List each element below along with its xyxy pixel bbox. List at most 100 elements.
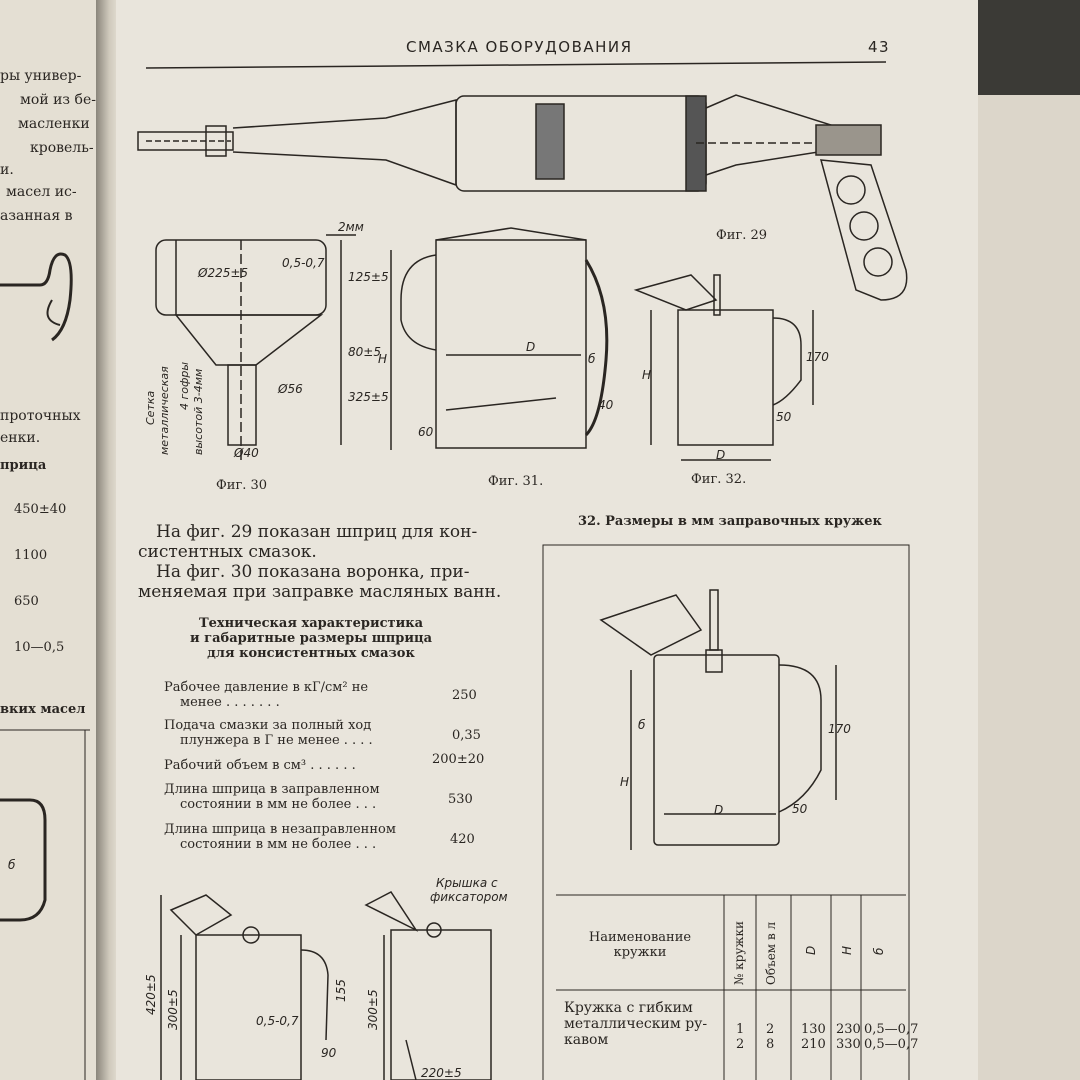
spec-row-label: состоянии в мм не более . . . bbox=[180, 837, 377, 852]
left-text-line: кровель- bbox=[30, 140, 94, 156]
spec-row-label: Рабочее давление в кГ/см² не bbox=[164, 680, 369, 695]
body-paragraph-line: меняемая при заправке масляных ванн. bbox=[138, 582, 502, 602]
fig30-dim: Ø225±5 bbox=[198, 266, 249, 280]
body-paragraph-line: На фиг. 29 показан шприц для кон- bbox=[156, 522, 478, 542]
fig32-dim: 170 bbox=[806, 350, 829, 364]
fig31-drawing bbox=[390, 227, 609, 450]
fig30-dim: 0,5-0,7 bbox=[282, 256, 325, 270]
left-page-drawings bbox=[0, 252, 90, 1080]
bottom-drawings bbox=[160, 891, 492, 1080]
left-text-line: ры универ- bbox=[0, 68, 82, 84]
fig31-dim: D bbox=[526, 340, 536, 354]
fig29-drawing bbox=[137, 94, 908, 301]
fig31-dim: 60 bbox=[418, 425, 434, 439]
spec-row-value: 420 bbox=[450, 832, 475, 847]
fig32-label: Фиг. 32. bbox=[691, 472, 747, 487]
fig30-dim: 80±5 bbox=[348, 345, 381, 359]
table32-cell: 0,5—0,7 bbox=[864, 1022, 919, 1037]
fig30-note: металлическая bbox=[158, 366, 171, 455]
fig30-dim: 325±5 bbox=[348, 390, 389, 404]
bottom-dim: 155 bbox=[334, 979, 348, 1002]
table32-caption: 32. Размеры в мм заправочных кружек bbox=[578, 514, 882, 529]
page-number: 43 bbox=[868, 38, 891, 56]
spec-row-value: 0,35 bbox=[452, 728, 481, 743]
fig30-drawing bbox=[155, 234, 356, 460]
fig30-note: высотой 3-4мм bbox=[192, 368, 205, 455]
fig30-dim: Ø40 bbox=[234, 446, 259, 460]
spec-row-label: Подача смазки за полный ход bbox=[164, 718, 372, 733]
running-title: СМАЗКА ОБОРУДОВАНИЯ bbox=[406, 38, 633, 56]
table32-cell: 210 bbox=[801, 1037, 826, 1052]
spec-row-value: 530 bbox=[448, 792, 473, 807]
left-text-line: мой из бе- bbox=[20, 92, 96, 108]
table32-header-name: кружки bbox=[613, 945, 667, 960]
table32-cell: 8 bbox=[766, 1037, 775, 1052]
fig29-label: Фиг. 29 bbox=[716, 228, 768, 243]
table32-header-name: Наименование bbox=[588, 930, 692, 945]
fig32-dim: 50 bbox=[776, 410, 792, 424]
left-text-line: масел ис- bbox=[6, 184, 77, 200]
fig30-note: Сетка bbox=[144, 390, 157, 425]
table32-cell: 0,5—0,7 bbox=[864, 1037, 919, 1052]
body-paragraph-line: На фиг. 30 показана воронка, при- bbox=[156, 562, 470, 582]
fig31-dim: 40 bbox=[598, 398, 614, 412]
fig32-dim: H bbox=[642, 368, 652, 382]
table32-frame bbox=[542, 544, 910, 1080]
spec-row-label: состоянии в мм не более . . . bbox=[180, 797, 377, 812]
fig31-dim: H bbox=[378, 352, 388, 366]
left-section-line: проточных bbox=[0, 408, 81, 424]
table32-header-num: № кружки bbox=[732, 921, 746, 985]
fig31-label: Фиг. 31. bbox=[488, 474, 544, 489]
left-section-line: енки. bbox=[0, 430, 41, 446]
table32-cell: 2 bbox=[766, 1022, 775, 1037]
left-value: 1100 bbox=[14, 548, 48, 563]
table32-header-h: H bbox=[840, 945, 854, 955]
table32-cell: 2 bbox=[736, 1037, 745, 1052]
body-paragraph-line: систентных смазок. bbox=[138, 542, 317, 562]
left-bottom-heading: вких масел bbox=[0, 702, 86, 717]
table32-cell: 330 bbox=[836, 1037, 861, 1052]
technical-drawings bbox=[137, 61, 910, 1080]
table32-row-name: металлическим ру- bbox=[564, 1016, 708, 1032]
spec-row-value: 250 bbox=[452, 688, 477, 703]
fig30-dim: 125±5 bbox=[348, 270, 389, 284]
spec-row-label: Длина шприца в заправленном bbox=[164, 782, 380, 797]
left-heading: прица bbox=[0, 458, 47, 473]
table32-row-name: кавом bbox=[564, 1032, 609, 1048]
fig30-dim: 2мм bbox=[338, 220, 364, 234]
table32-header-vol: Объем в л bbox=[764, 921, 778, 985]
left-text-line: масленки bbox=[18, 116, 90, 132]
table32-dim: 50 bbox=[792, 802, 808, 816]
spec-caption-line: Техническая характеристика bbox=[198, 616, 424, 631]
table32-dim: б bbox=[638, 718, 646, 732]
fig32-dim: D bbox=[716, 448, 726, 462]
bottom-dim: 90 bbox=[321, 1046, 337, 1060]
table32-cell: 130 bbox=[801, 1022, 826, 1037]
left-value: 650 bbox=[14, 594, 39, 609]
book-gutter bbox=[96, 0, 118, 1080]
bottom-dim: 220±5 bbox=[421, 1066, 462, 1080]
fig30-label: Фиг. 30 bbox=[216, 478, 268, 493]
left-value: 450±40 bbox=[14, 502, 67, 517]
spec-row-label: плунжера в Г не менее . . . . bbox=[180, 733, 373, 748]
bottom-note: Крышка с bbox=[436, 876, 498, 890]
left-page: ры универ- мой из бе- масленки кровель- … bbox=[0, 0, 98, 1080]
main-page: СМАЗКА ОБОРУДОВАНИЯ 43 bbox=[116, 0, 978, 1080]
spec-row-label: менее . . . . . . . bbox=[180, 695, 280, 710]
bottom-dim: 300±5 bbox=[166, 989, 180, 1030]
table32-dim: H bbox=[620, 775, 630, 789]
bottom-dim: 420±5 bbox=[144, 974, 158, 1015]
spec-row-value: 200±20 bbox=[432, 752, 485, 767]
spec-row-label: Рабочий объем в см³ . . . . . . bbox=[164, 758, 356, 773]
left-dim-label: б bbox=[8, 858, 16, 872]
left-value: 10—0,5 bbox=[14, 640, 65, 655]
left-text-line: и. bbox=[0, 162, 14, 178]
bottom-dim: 300±5 bbox=[366, 989, 380, 1030]
fig31-dim: б bbox=[588, 352, 596, 366]
table32-cell: 230 bbox=[836, 1022, 861, 1037]
bottom-note: фиксатором bbox=[430, 890, 508, 904]
fig30-note: 4 гофры bbox=[178, 361, 191, 410]
spec-row-label: Длина шприца в незаправленном bbox=[164, 822, 396, 837]
fig32-drawing bbox=[633, 274, 814, 461]
bottom-dim: 0,5-0,7 bbox=[256, 1014, 299, 1028]
